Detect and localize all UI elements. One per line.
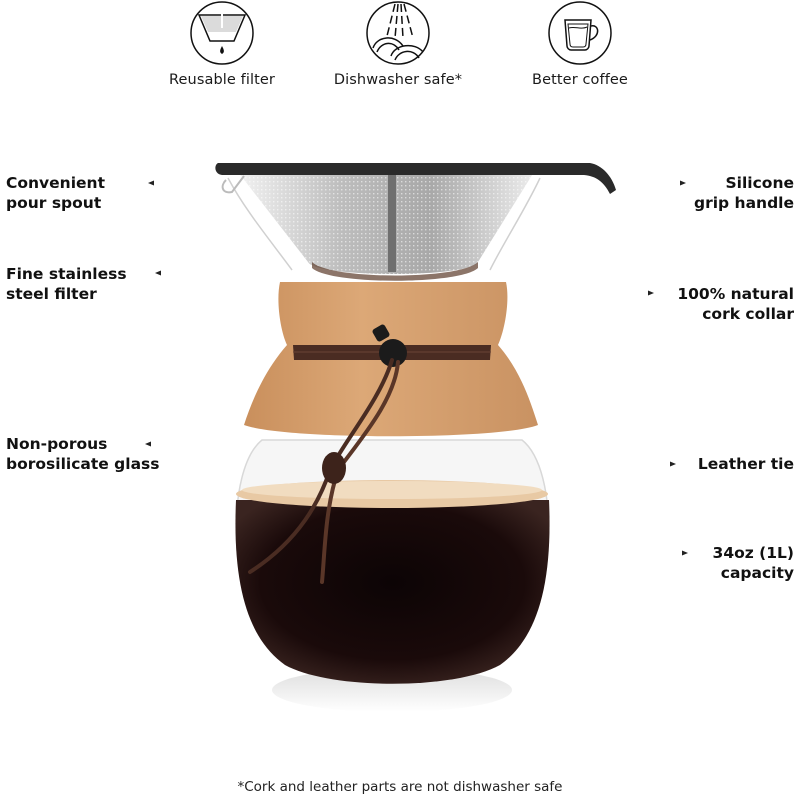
feature-dishwasher-safe: Dishwasher safe* [328,0,468,88]
feature-label: Better coffee [532,72,628,88]
callout-line: steel filter [6,285,97,303]
callout-line: borosilicate glass [6,455,160,473]
callout-line: pour spout [6,194,102,212]
coffee-cup-icon [548,1,612,65]
callout-cork-collar: 100% natural cork collar [677,284,794,324]
callout-line: 100% natural [677,285,794,303]
callout-line: grip handle [694,194,794,212]
callout-capacity: 34oz (1L) capacity [713,543,794,583]
feature-reusable-filter: Reusable filter [152,0,292,88]
callout-line: Leather tie [697,455,794,473]
footnote: *Cork and leather parts are not dishwash… [237,779,563,795]
filter-drip-icon [190,1,254,65]
feature-better-coffee: Better coffee [510,0,650,88]
callout-silicone-handle: Silicone grip handle [694,173,794,213]
callout-pour-spout: Convenient pour spout [6,173,105,213]
callout-line: capacity [720,564,794,582]
callout-line: 34oz (1L) [712,544,794,562]
callout-line: Fine stainless [6,265,127,283]
dishwasher-icon [366,1,430,65]
callout-borosilicate-glass: Non-porous borosilicate glass [6,434,160,474]
feature-label: Dishwasher safe* [333,72,463,88]
callout-line: Non-porous [6,435,108,453]
callout-line: Convenient [6,174,105,192]
callout-line: cork collar [702,305,794,323]
callout-steel-filter: Fine stainless steel filter [6,264,127,304]
feature-label: Reusable filter [169,72,275,88]
callout-line: Silicone [725,174,795,192]
callout-leather-tie: Leather tie [698,454,794,474]
